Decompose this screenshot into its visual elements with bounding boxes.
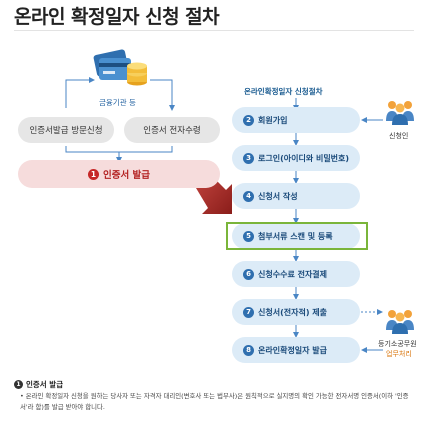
step-number-badge: 3 [243, 152, 254, 164]
step-3-login: 3 로그인(아이디와 비밀번호) [232, 145, 360, 171]
step-label: 온라인확정일자 발급 [258, 345, 328, 355]
connector-bracket [65, 146, 173, 153]
step-number-badge: 4 [243, 190, 254, 202]
step-label: 신청서(전자적) 제출 [258, 307, 327, 317]
step-4-application-form: 4 신청서 작성 [232, 183, 360, 209]
cert-receive-box: 인증서 전자수령 [124, 117, 220, 143]
credit-card-coins-icon [93, 48, 149, 94]
step-5-attach-documents: 5 첨부서류 스캔 및 등록 [232, 223, 360, 249]
step-number-badge: 8 [243, 344, 254, 356]
page-title: 온라인 확정일자 신청 절차 [14, 6, 220, 28]
applicant-label: 신청인 [389, 132, 409, 140]
step-7-submit: 7 신청서(전자적) 제출 [232, 299, 360, 325]
note-heading: 1 인증서 발급 [14, 379, 63, 390]
right-flow-title: 온라인확정일자 신청절차 [244, 87, 323, 96]
official-sublabel: 업무처리 [386, 350, 412, 358]
official-people-icon [385, 308, 415, 338]
step-label: 신청서 작성 [258, 191, 298, 201]
step-8-issue: 8 온라인확정일자 발급 [232, 337, 360, 363]
bank-label: 금융기관 등 [99, 98, 136, 107]
note-text: • 온라인 확정일자 신청을 원하는 당사자 또는 자격자 대리인(변호사 또는… [20, 392, 409, 411]
step-label: 회원가입 [258, 115, 288, 125]
step-number-badge: 1 [87, 168, 99, 180]
visit-application-box: 인증서발급 방문신청 [18, 117, 114, 143]
highlight-frame [226, 222, 368, 250]
step-label: 신청수수료 전자결제 [258, 269, 328, 279]
connector-visit-to-bank [65, 77, 95, 108]
official-label: 등기소공무원 [378, 340, 417, 348]
step-label: 로그인(아이디와 비밀번호) [258, 153, 350, 163]
cert-issue-label: 인증서 발급 [102, 170, 150, 181]
step-2-signup: 2 회원가입 [232, 107, 360, 133]
applicant-people-icon [385, 99, 415, 129]
note-number-badge: 1 [14, 380, 23, 389]
step-number-badge: 2 [243, 114, 254, 126]
cert-issue-box: 1 인증서 발급 [18, 160, 220, 188]
step-number-badge: 5 [243, 230, 254, 242]
title-divider [14, 30, 414, 31]
step-number-badge: 7 [243, 306, 254, 318]
note-heading-label: 인증서 발급 [26, 380, 64, 389]
step-number-badge: 6 [243, 268, 254, 280]
connector-bank-to-receive [150, 79, 175, 111]
step-label: 첨부서류 스캔 및 등록 [258, 231, 333, 241]
step-6-fee-payment: 6 신청수수료 전자결제 [232, 261, 360, 287]
